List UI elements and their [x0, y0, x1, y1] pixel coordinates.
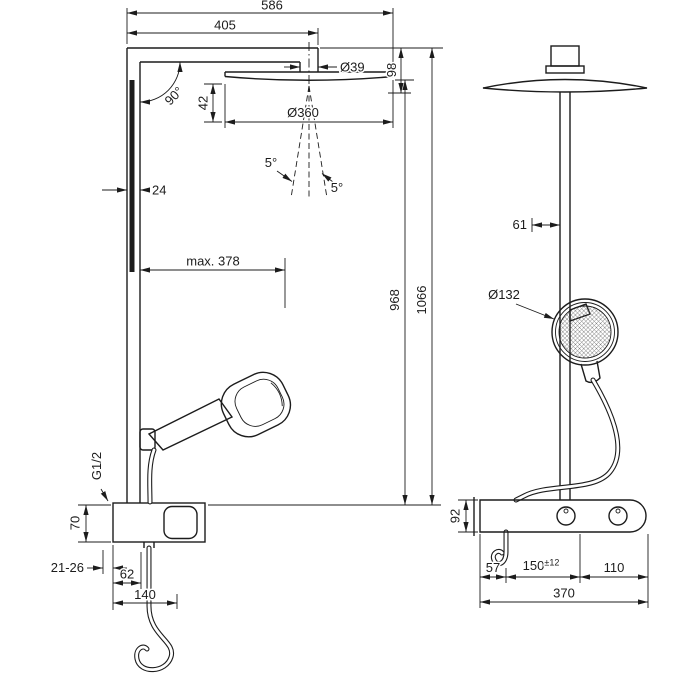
dim-label-hose-position: 57	[486, 560, 500, 575]
dim-label-valve-width: 140	[134, 587, 156, 602]
handshower-spray-face	[558, 305, 612, 359]
dim-label-handshower-reach: max. 378	[186, 254, 239, 269]
dim-label-connection-thread: G1/2	[89, 452, 104, 480]
handshower-head	[220, 371, 292, 438]
dim-spray-diameter: Ø360	[224, 80, 394, 128]
dim-spray-plane-drop: 42	[194, 83, 222, 123]
label-connection-thread: G1/2	[88, 450, 109, 502]
dim-label-port-spacing-tolerance: ±12	[544, 558, 559, 568]
dim-label-height-to-overhead: 968	[387, 289, 402, 311]
dim-label-port-spacing-value: 150	[523, 558, 545, 573]
dim-label-port-spacing: 150±12	[523, 558, 560, 574]
dim-label-arm-diameter: Ø39	[340, 60, 365, 75]
shower-pipe-side	[559, 91, 571, 500]
dim-arm-diameter: Ø39	[284, 58, 366, 76]
hose-front	[134, 447, 175, 673]
dim-label-handshower-diameter: Ø132	[488, 287, 520, 302]
dim-label-arm-length: 405	[214, 18, 236, 33]
dim-wall-clearance: 21-26	[49, 545, 127, 610]
dim-label-head-height: 98	[384, 63, 399, 77]
dim-label-shelf-width: 370	[553, 586, 575, 601]
dim-label-spray-tilt-right: 5°	[331, 180, 343, 195]
side-view: 61 Ø132 92 57 150±12 110 370	[446, 45, 649, 608]
dim-knob-spacing: 110	[580, 534, 649, 608]
dim-height-to-overhead: 968	[208, 79, 441, 506]
dim-spray-tilt-left: 5°	[263, 154, 293, 182]
thermostat-shelf	[479, 499, 647, 533]
ceiling-arm-mount-side	[545, 45, 585, 74]
thermostat-knob-left	[556, 506, 576, 526]
valve-front	[112, 502, 206, 548]
dim-arm-length: 405	[127, 16, 319, 45]
dim-bar-width: 24	[102, 181, 168, 199]
dim-label-total-width: 586	[261, 0, 283, 13]
shelf-side	[473, 497, 647, 536]
dim-label-spray-diameter: Ø360	[287, 105, 319, 120]
dim-handshower-diameter: Ø132	[487, 286, 555, 320]
dim-label-overall-height: 1066	[414, 286, 429, 315]
dim-handshower-reach: max. 378	[140, 252, 286, 308]
dim-label-shelf-height: 92	[448, 509, 463, 523]
handshower-handle	[147, 398, 234, 451]
handshower-holder	[139, 428, 156, 451]
overhead-shower-side	[482, 78, 648, 93]
dim-overall-height: 1066	[413, 48, 435, 505]
valve-body	[112, 502, 206, 543]
dim-shelf-width: 370	[480, 584, 648, 605]
dim-label-spray-tilt-left: 5°	[265, 155, 277, 170]
dim-label-pipe-offset: 61	[513, 217, 527, 232]
dim-hose-outlet-offset: 62	[113, 552, 142, 589]
thermostat-knob-right	[608, 506, 628, 526]
bar-profile-strip	[129, 80, 135, 272]
dim-label-valve-height: 70	[68, 516, 83, 530]
dim-valve-width: 140	[113, 586, 178, 609]
dim-pipe-offset: 61	[511, 216, 560, 234]
front-view: 586 405 Ø39 98 90° 42	[49, 0, 443, 673]
dim-label-spray-plane-drop: 42	[196, 96, 211, 110]
shower-plate-profile	[482, 78, 648, 93]
spray-pattern-lines	[290, 42, 328, 199]
hand-shower-front	[139, 371, 292, 451]
dim-head-height: 98	[320, 47, 443, 94]
dim-label-knob-spacing: 110	[604, 560, 625, 575]
dim-label-wall-clearance: 21-26	[51, 560, 84, 575]
valve-escutcheon	[163, 505, 198, 540]
dim-label-bar-width: 24	[152, 183, 166, 198]
handshower-outline	[551, 298, 619, 366]
dim-total-width: 586	[126, 0, 394, 68]
dim-shelf-height: 92	[446, 499, 478, 533]
hose-side	[490, 377, 621, 567]
dim-label-hose-outlet-offset: 62	[120, 567, 134, 582]
dim-port-spacing: 150±12	[506, 534, 581, 583]
dim-valve-height: 70	[66, 504, 111, 543]
dim-spray-tilt-right: 5°	[321, 173, 345, 197]
